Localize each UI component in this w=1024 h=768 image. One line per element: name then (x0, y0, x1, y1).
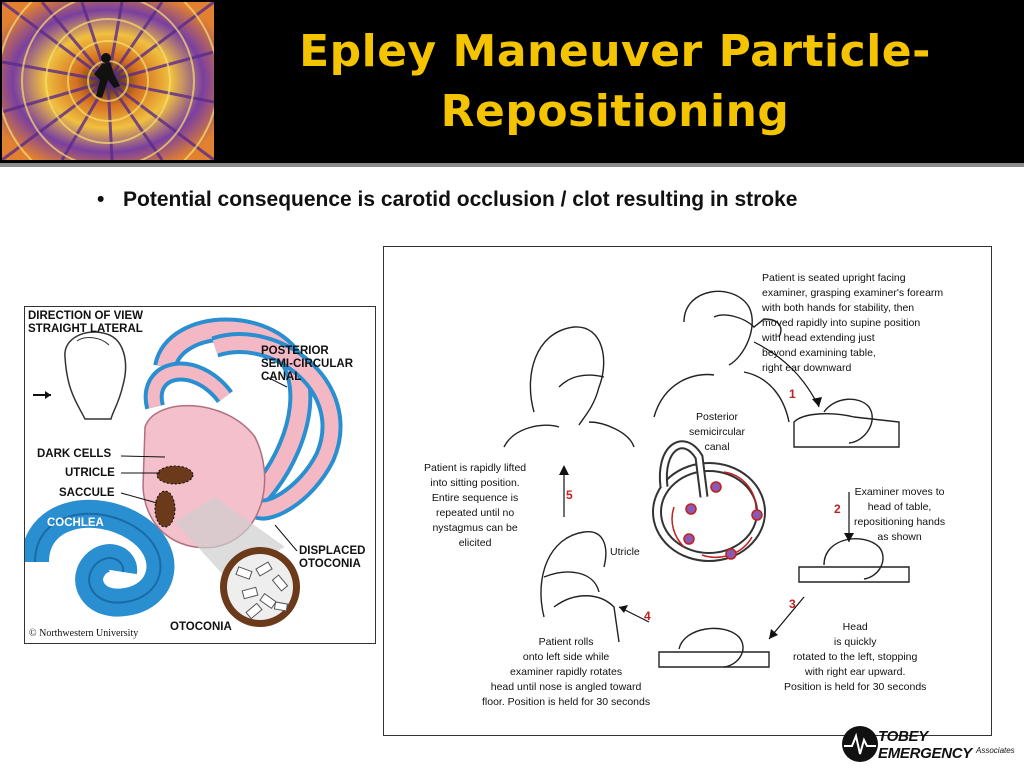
displaced-otoconia-label: DISPLACED OTOCONIA (299, 545, 366, 570)
brand-subtitle: Associates (976, 746, 1015, 755)
brand-name: TOBEY EMERGENCY (878, 728, 972, 762)
otoconia-label: OTOCONIA (170, 621, 232, 633)
saccule-label: SACCULE (59, 487, 115, 499)
inner-ear-diagram: DIRECTION OF VIEW STRAIGHT LATERAL POSTE… (24, 306, 376, 644)
slide-content: • Potential consequence is carotid occlus… (0, 167, 1024, 768)
view-direction-label: DIRECTION OF VIEW STRAIGHT LATERAL (28, 310, 143, 335)
dark-cells-label: DARK CELLS (37, 448, 112, 460)
step-number-4: 4 (644, 609, 651, 623)
step3-caption: Head is quickly rotated to the left, sto… (784, 621, 927, 693)
canal-caption: Posterior semicircular canal (689, 411, 746, 453)
spiral-illusion-image (2, 2, 214, 160)
step4-caption: Patient rolls onto left side while exami… (482, 636, 651, 708)
utricle-label: UTRICLE (65, 467, 115, 479)
step5-caption: Patient is rapidly lifted into sitting p… (424, 462, 527, 549)
step-number-3: 3 (789, 597, 796, 611)
slide-title: Epley Maneuver Particle- Repositioning (230, 22, 1000, 142)
step1-caption: Patient is seated upright facing examine… (762, 272, 944, 374)
step2-caption: Examiner moves to head of table, reposit… (854, 486, 946, 543)
utricle-caption: Utricle (610, 546, 640, 558)
bullet-icon: • (97, 188, 105, 211)
title-text: Epley Maneuver Particle- Repositioning (299, 26, 931, 137)
header-divider (0, 163, 1024, 167)
step-number-1: 1 (789, 387, 796, 401)
posterior-canal-label: POSTERIOR SEMI-CIRCULAR CANAL (261, 345, 353, 383)
bullet-point: • Potential consequence is carotid occlus… (97, 188, 797, 212)
cochlea-label: COCHLEA (47, 517, 104, 529)
bullet-text: Potential consequence is carotid occlusi… (123, 188, 798, 211)
brand-logo: TOBEY EMERGENCY Associates (838, 720, 1024, 768)
heartbeat-icon (842, 726, 878, 762)
step-number-2: 2 (834, 502, 841, 516)
epley-steps-diagram: Patient is seated upright facing examine… (383, 246, 992, 736)
slide-header: Epley Maneuver Particle- Repositioning (0, 0, 1024, 162)
step-number-5: 5 (566, 488, 573, 502)
copyright-notice: © Northwestern University (29, 628, 139, 639)
